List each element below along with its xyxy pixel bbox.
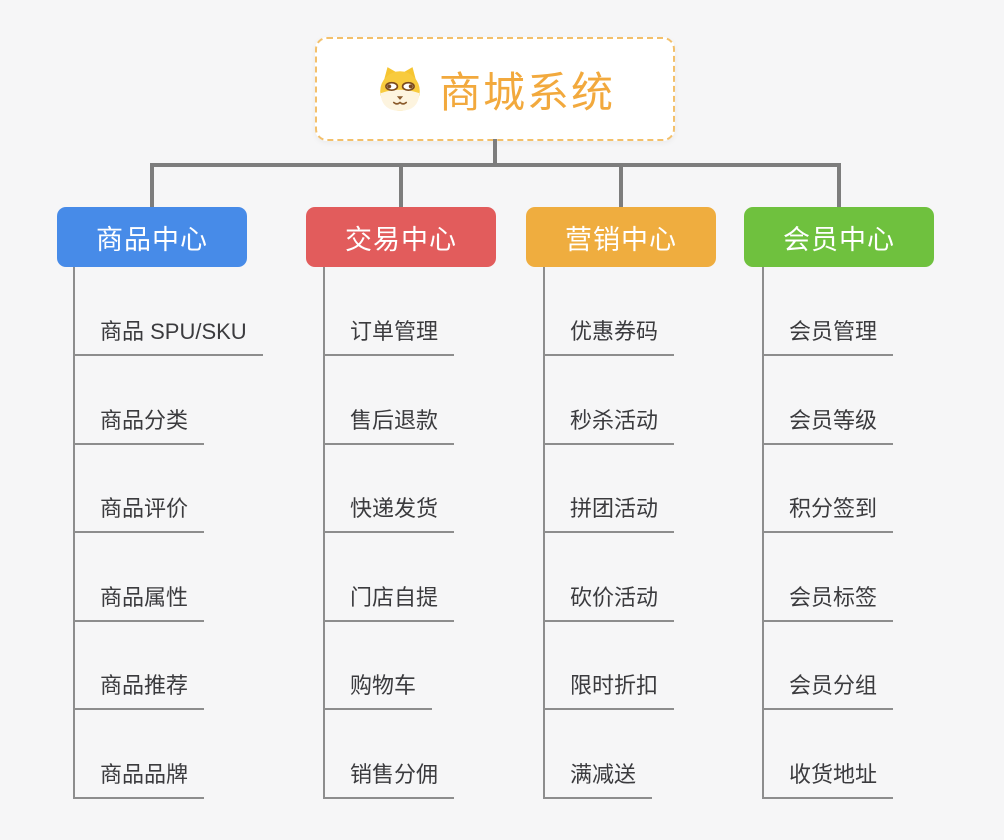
leaf-node[interactable]: 销售分佣: [323, 760, 455, 799]
leaf-node[interactable]: 商品分类: [73, 406, 205, 445]
leaf-node[interactable]: 会员分组: [762, 671, 894, 710]
branch-node-member[interactable]: 会员中心: [744, 207, 934, 267]
connector-root-vertical: [493, 139, 497, 165]
root-node[interactable]: 商城系统: [315, 37, 675, 141]
leaf-node[interactable]: 收货地址: [762, 760, 894, 799]
leaf-node[interactable]: 积分签到: [762, 494, 894, 533]
leaf-node[interactable]: 购物车: [323, 671, 433, 710]
leaf-node[interactable]: 拼团活动: [543, 494, 675, 533]
leaf-node[interactable]: 砍价活动: [543, 583, 675, 622]
leaf-node[interactable]: 快递发货: [323, 494, 455, 533]
trunk-line-marketing: [543, 267, 545, 799]
branch-node-trade[interactable]: 交易中心: [306, 207, 496, 267]
leaf-node[interactable]: 会员管理: [762, 317, 894, 356]
branch-node-product[interactable]: 商品中心: [57, 207, 247, 267]
trunk-line-member: [762, 267, 764, 799]
leaf-node[interactable]: 商品推荐: [73, 671, 205, 710]
trunk-line-product: [73, 267, 75, 799]
leaf-node[interactable]: 优惠券码: [543, 317, 675, 356]
leaf-node[interactable]: 商品评价: [73, 494, 205, 533]
leaf-node[interactable]: 订单管理: [323, 317, 455, 356]
leaf-node[interactable]: 商品 SPU/SKU: [73, 317, 263, 356]
leaf-node[interactable]: 会员等级: [762, 406, 894, 445]
leaf-node[interactable]: 售后退款: [323, 406, 455, 445]
root-title: 商城系统: [438, 68, 615, 116]
leaf-node[interactable]: 商品品牌: [73, 760, 205, 799]
leaf-node[interactable]: 限时折扣: [543, 671, 675, 710]
connector-branch-3-vertical: [619, 163, 623, 209]
branch-node-marketing[interactable]: 营销中心: [526, 207, 716, 267]
leaf-node[interactable]: 满减送: [543, 760, 653, 799]
leaf-node[interactable]: 门店自提: [323, 583, 455, 622]
doge-icon: [380, 67, 420, 111]
connector-branch-4-vertical: [837, 163, 841, 209]
connector-branch-1-vertical: [150, 163, 154, 209]
leaf-node[interactable]: 秒杀活动: [543, 406, 675, 445]
leaf-node[interactable]: 商品属性: [73, 583, 205, 622]
trunk-line-trade: [323, 267, 325, 799]
leaf-node[interactable]: 会员标签: [762, 583, 894, 622]
connector-bus: [150, 163, 841, 167]
connector-branch-2-vertical: [399, 163, 403, 209]
